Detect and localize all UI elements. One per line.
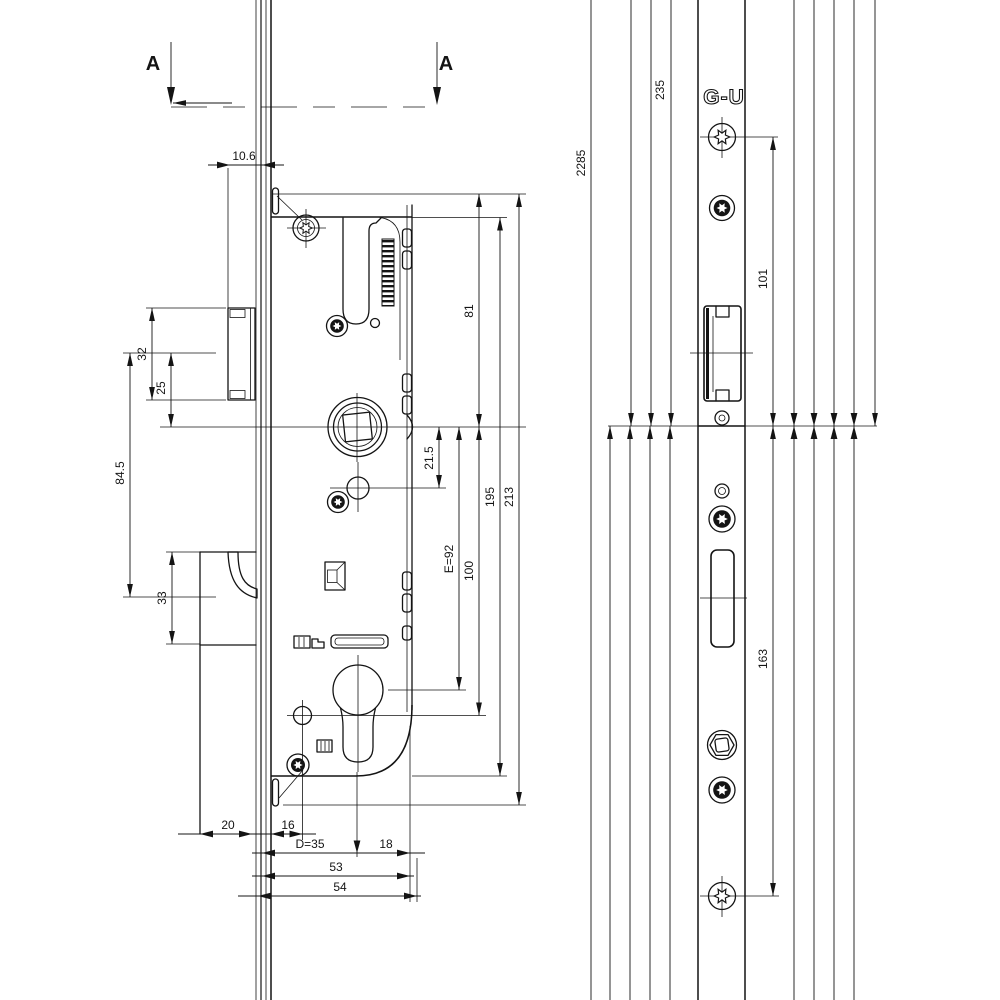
dim-label-25: 25 (154, 381, 168, 395)
dim-101: 101 (756, 137, 776, 426)
dim-213: 213 (502, 194, 522, 805)
euro-cylinder-cutout (332, 664, 384, 763)
dim-33: 33 (155, 552, 175, 644)
dim-e92: E=92 (442, 427, 462, 690)
square-spindle-hole (342, 411, 373, 443)
dim-label-81: 81 (462, 304, 476, 318)
torx-screw-icon (292, 214, 320, 242)
hook-bolt (227, 551, 258, 599)
section-label-right: A (439, 53, 453, 75)
torx-screw-icon (286, 753, 310, 777)
latch-opening-slot (700, 549, 747, 648)
small-screw-hole (714, 410, 730, 426)
dim-label-235: 235 (653, 80, 667, 100)
faceplate-top-tab (271, 187, 280, 215)
hook-bolt-pocket (199, 551, 258, 835)
dim-label-53: 53 (329, 860, 343, 874)
left-view-dimensions: 10.6 32 25 84.5 33 20 (113, 149, 522, 900)
dim-label-10-6: 10.6 (232, 149, 256, 163)
dim-label-84-5: 84.5 (113, 461, 127, 485)
dim-label-213: 213 (502, 487, 516, 507)
dim-53: 53 (252, 860, 414, 880)
section-arrowhead-right (433, 87, 441, 105)
section-cut-a-a: A A (146, 42, 453, 108)
spring-slot (342, 217, 382, 325)
dim-2285: 2285 (574, 0, 592, 1000)
dim-backset-d35-18: D=35 18 (252, 837, 425, 857)
dim-label-54: 54 (333, 880, 347, 894)
dim-label-33: 33 (155, 591, 169, 605)
dim-label-32: 32 (135, 347, 149, 361)
right-view-dimensions: 2285 235 101 163 (574, 0, 878, 1000)
faceplate-bottom-tab (271, 778, 280, 807)
small-screw-hole (714, 483, 730, 499)
dim-label-2285: 2285 (574, 149, 588, 176)
spindle-follower (327, 396, 388, 458)
dim-25: 25 (154, 353, 174, 427)
dim-54: 54 (238, 880, 421, 900)
section-arrowhead-left (167, 87, 175, 105)
dim-32: 32 (135, 308, 155, 400)
section-label-left: A (146, 53, 160, 75)
drive-slider (293, 634, 389, 649)
fixing-hole (292, 705, 313, 726)
dim-163: 163 (756, 426, 776, 896)
dim-20: 20 (178, 818, 278, 838)
torx-screw-icon (700, 117, 778, 158)
dim-235: 235 (653, 0, 674, 426)
top-screw-leader (276, 195, 303, 221)
bottom-screw-leader (278, 769, 304, 799)
coil-spring (381, 238, 395, 307)
dim-label-20: 20 (221, 818, 235, 832)
hex-adjustment-screw-icon (706, 729, 738, 761)
aux-follower (346, 476, 370, 500)
faceplate-edge-view (255, 0, 304, 1000)
dim-195: 195 (483, 217, 503, 776)
pin-hole (369, 317, 381, 329)
lock-case-side-view (271, 204, 414, 777)
dim-label-16: 16 (281, 818, 295, 832)
latch-tip (406, 414, 414, 440)
dim-label-163: 163 (756, 649, 770, 669)
top-keeper-part (227, 307, 256, 401)
torx-screw-icon (325, 314, 349, 338)
hatch-block (316, 739, 333, 753)
torx-screw-icon (708, 194, 736, 222)
case-edge-tabs (401, 228, 414, 641)
dim-100: 100 (462, 427, 482, 716)
dim-10-6: 10.6 (208, 149, 284, 169)
dim-label-d35: D=35 (295, 837, 324, 851)
left-view-reference-lines (123, 168, 526, 902)
dim-label-21-5: 21.5 (422, 446, 436, 470)
dim-label-e92: E=92 (442, 544, 456, 573)
faceplate-front-view: G-U (690, 0, 779, 1000)
torx-screw-icon (700, 876, 779, 917)
dim-label-18: 18 (379, 837, 393, 851)
dim-81: 81 (462, 194, 482, 427)
torx-screw-icon (326, 490, 350, 514)
dim-label-100: 100 (462, 561, 476, 581)
dim-84-5: 84.5 (113, 353, 133, 597)
torx-screw-icon (708, 505, 736, 533)
torx-screw-icon (708, 776, 736, 804)
dim-label-101: 101 (756, 269, 770, 289)
dim-16: 16 (264, 818, 316, 838)
guide-block (324, 561, 346, 591)
gu-brand-logo: G-U (703, 86, 745, 109)
roller-keeper-part (690, 305, 753, 402)
dim-21-5: 21.5 (422, 427, 442, 488)
dim-label-195: 195 (483, 487, 497, 507)
